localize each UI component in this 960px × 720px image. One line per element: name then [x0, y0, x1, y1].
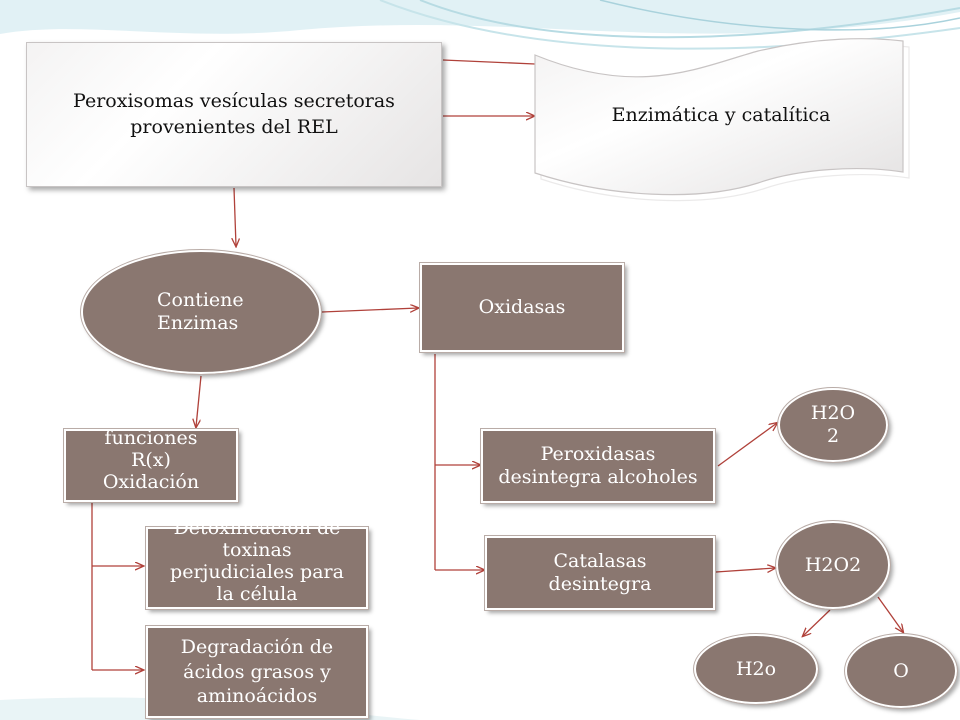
arrow-catalasas-h2o2 [715, 568, 775, 572]
arrow-h2o2-h2o [803, 609, 831, 636]
enzimatica-label: Enzimática y catalítica [611, 104, 831, 126]
peroxidasas-label: Peroxidasas desintegra alcoholes [498, 443, 698, 488]
arrow-peroxisomas-contiene [234, 187, 236, 246]
arrow-peroxidasas-h2o2top [717, 423, 777, 467]
o-label: O [893, 659, 909, 682]
arrow-contiene-oxidasas [321, 308, 418, 312]
oxidasas-label: Oxidasas [478, 296, 566, 319]
funciones-node: funciones R(x) Oxidación [63, 427, 239, 503]
detox-node: Detoxificación de toxinas perjudiciales … [145, 517, 369, 610]
contiene-enzimas-label: Contiene Enzimas [157, 289, 244, 334]
h2o2-top-label: H2O 2 [810, 402, 856, 447]
catalasas-label: Catalasas desintegra [548, 550, 652, 595]
detox-line-2: toxinas [222, 539, 292, 561]
funciones-line-3: Oxidación [102, 471, 200, 493]
h2o-node: H2o [693, 633, 819, 705]
funciones-line-2: R(x) [131, 449, 171, 471]
catalasas-node: Catalasas desintegra [484, 535, 716, 611]
oxidasas-node: Oxidasas [419, 262, 625, 353]
peroxisomas-label: Peroxisomas vesículas secretoras proveni… [73, 89, 395, 138]
contiene-enzimas-node: Contiene Enzimas [80, 249, 322, 375]
detox-line-3: perjudiciales para [170, 561, 344, 583]
enzimatica-banner-shape [534, 38, 910, 202]
h2o2-node: H2O2 [775, 520, 891, 610]
h2o-label: H2o [735, 657, 777, 680]
h2o2-label: H2O2 [804, 553, 862, 576]
detox-line-4: la célula [216, 583, 298, 605]
degradacion-label: Degradación de ácidos grasos y aminoácid… [180, 635, 334, 708]
line-peroxisomas-banner-top [442, 59, 536, 65]
arrow-h2o2-o [877, 596, 903, 632]
degradacion-node: Degradación de ácidos grasos y aminoácid… [145, 625, 369, 719]
funciones-line-1: funciones [104, 427, 198, 449]
peroxisomas-box: Peroxisomas vesículas secretoras proveni… [26, 42, 442, 187]
o-node: O [844, 633, 958, 709]
h2o2-top-node: H2O 2 [777, 387, 889, 463]
detox-line-1: Detoxificación de [173, 517, 341, 539]
arrow-contiene-funciones [196, 375, 202, 427]
peroxidasas-node: Peroxidasas desintegra alcoholes [480, 428, 716, 504]
